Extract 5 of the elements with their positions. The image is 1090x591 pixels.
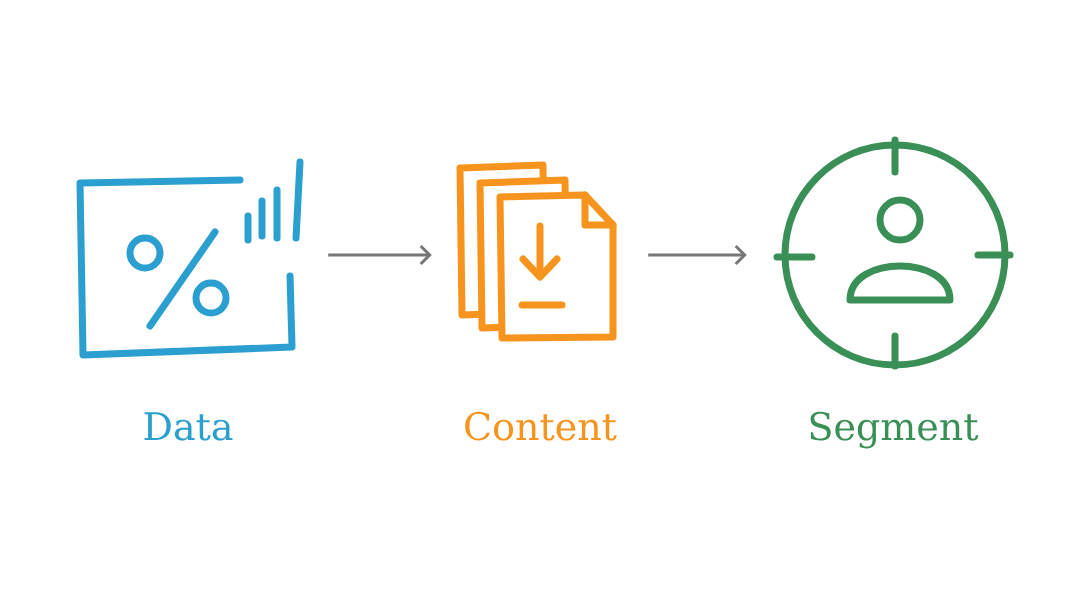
arrow: [328, 244, 432, 266]
icon-label: Content: [465, 411, 617, 441]
icon-label: Data: [144, 412, 233, 441]
arrow: [648, 244, 747, 266]
icon-label: Segment: [810, 411, 979, 449]
